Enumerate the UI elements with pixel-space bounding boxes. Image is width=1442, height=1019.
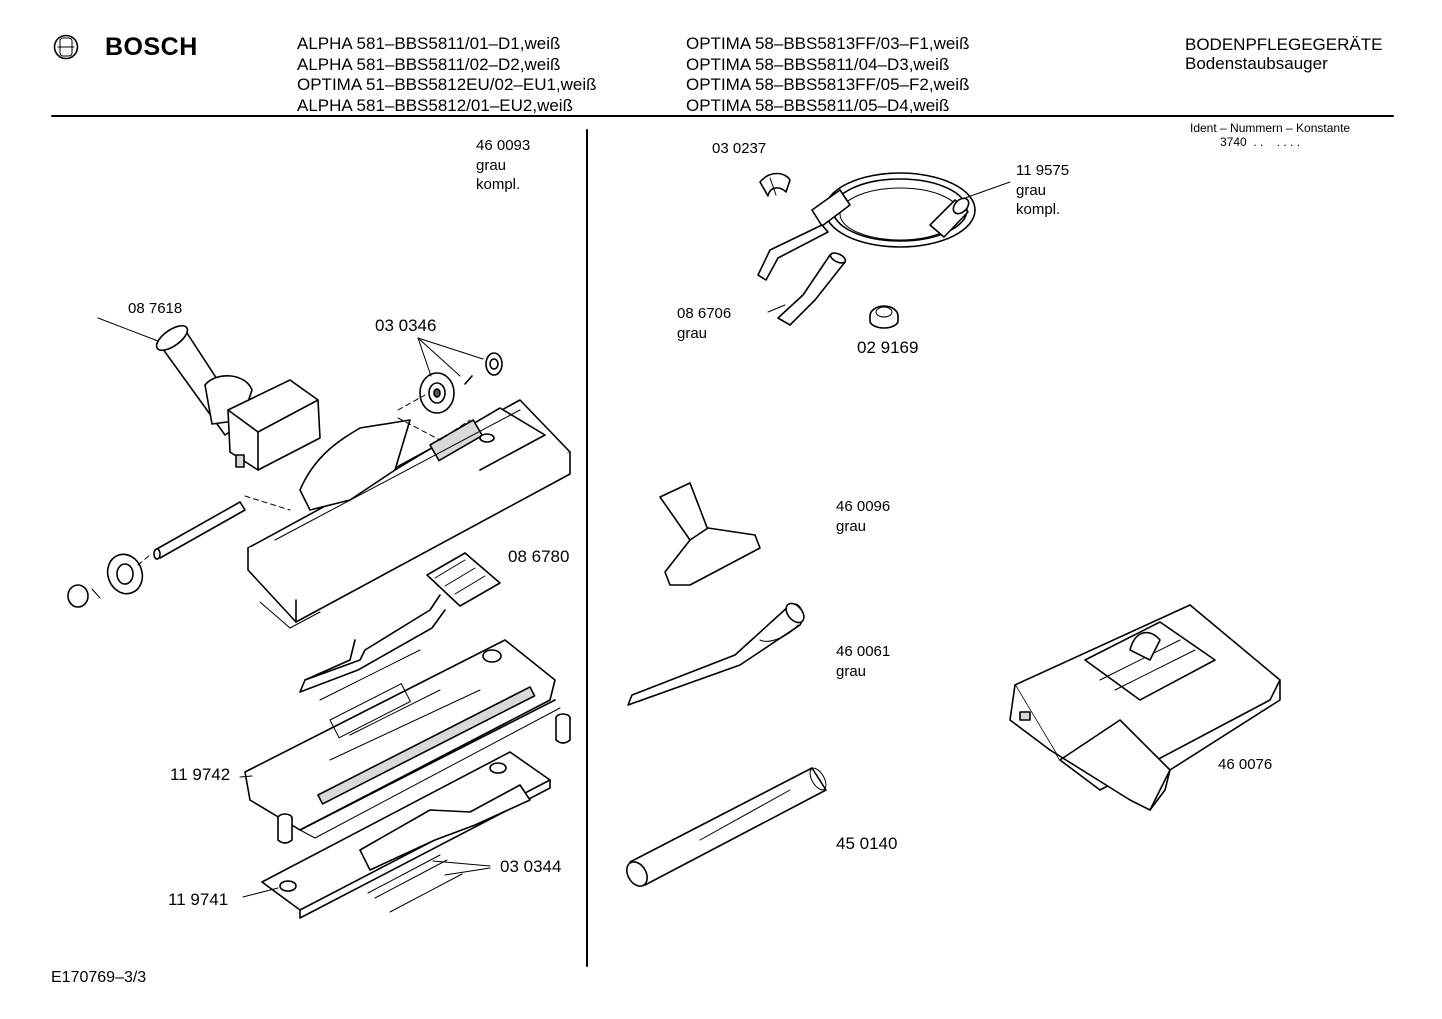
model-list-right: OPTIMA 58–BBS5813FF/03–F1,weiß OPTIMA 58… bbox=[686, 34, 969, 116]
part-label-119575: 11 9575 grau kompl. bbox=[1016, 161, 1069, 220]
part-color: grau bbox=[836, 662, 867, 680]
part-label-030346: 03 0346 bbox=[375, 316, 437, 335]
leader-087618 bbox=[97, 317, 159, 342]
model-left-2: ALPHA 581–BBS5811/02–D2,weiß bbox=[297, 54, 561, 74]
brand-name: BOSCH bbox=[105, 33, 198, 61]
part-label-087618: 08 7618 bbox=[128, 300, 183, 317]
category-subtitle: Bodenstaubsauger bbox=[1185, 54, 1328, 73]
floor-nozzle-drawing bbox=[247, 399, 571, 629]
brush-plate-drawing bbox=[244, 639, 571, 844]
model-left-3: OPTIMA 51–BBS5812EU/02–EU1,weiß bbox=[297, 75, 597, 94]
part-number: 08 6706 bbox=[677, 305, 732, 322]
model-right-4: OPTIMA 58–BBS5811/05–D4,weiß bbox=[686, 95, 950, 115]
part-label-029169: 02 9169 bbox=[857, 338, 919, 357]
model-right-1: OPTIMA 58–BBS5813FF/03–F1,weiß bbox=[686, 34, 970, 53]
part-color: grau bbox=[476, 156, 507, 174]
leader-119742 bbox=[239, 775, 253, 778]
part-label-460096: 46 0096 grau bbox=[836, 497, 890, 536]
part-label-119742: 11 9742 bbox=[170, 765, 231, 784]
nozzle-housing-drawing bbox=[1009, 604, 1281, 811]
adapter-ring-drawing bbox=[869, 305, 899, 329]
part-label-030237: 03 0237 bbox=[712, 140, 767, 157]
curved-wand-drawing bbox=[767, 252, 847, 326]
ident-value: 3740 . . . . . . bbox=[1220, 135, 1301, 149]
part-color: grau bbox=[1016, 181, 1047, 199]
part-number: 46 0093 bbox=[476, 137, 531, 154]
part-label-119741: 11 9741 bbox=[168, 890, 229, 909]
part-label-086706: 08 6706 grau bbox=[677, 304, 731, 343]
ident-block: Ident – Nummern – Konstante 3740 . . . .… bbox=[1190, 121, 1350, 149]
model-left-1: ALPHA 581–BBS5811/01–D1,weiß bbox=[297, 34, 561, 53]
part-number: 46 0061 bbox=[836, 643, 891, 660]
category-block: BODENPFLEGEGERÄTE Bodenstaubsauger bbox=[1185, 35, 1382, 73]
part-label-030344: 03 0344 bbox=[500, 857, 562, 876]
document-id: E170769–3/3 bbox=[51, 969, 147, 986]
hose-coil-drawing bbox=[757, 172, 1011, 281]
part-number: 46 0096 bbox=[836, 498, 891, 515]
roller-parts-drawing bbox=[397, 337, 503, 441]
category-title: BODENPFLEGEGERÄTE bbox=[1185, 35, 1383, 54]
bosch-logo-icon bbox=[53, 34, 79, 60]
model-left-4: ALPHA 581–BBS5812/01–EU2,weiß bbox=[297, 95, 573, 115]
part-label-460093: 46 0093 grau kompl. bbox=[476, 136, 530, 195]
straight-tube-drawing bbox=[626, 767, 827, 887]
model-right-2: OPTIMA 58–BBS5811/04–D3,weiß bbox=[686, 54, 950, 74]
part-label-450140: 45 0140 bbox=[836, 834, 898, 853]
part-note: kompl. bbox=[476, 176, 521, 193]
part-color: grau bbox=[836, 517, 867, 535]
leader-030344-a bbox=[432, 860, 491, 867]
part-color: grau bbox=[677, 324, 708, 342]
part-label-460076: 46 0076 bbox=[1218, 756, 1273, 773]
part-label-086780: 08 6780 bbox=[508, 547, 570, 566]
model-right-3: OPTIMA 58–BBS5813FF/05–F2,weiß bbox=[686, 75, 970, 94]
crevice-tool-drawing bbox=[627, 602, 805, 706]
model-list-left: ALPHA 581–BBS5811/01–D1,weiß ALPHA 581–B… bbox=[297, 34, 597, 116]
hose-clip-drawing bbox=[759, 172, 791, 197]
upholstery-nozzle-drawing bbox=[659, 482, 761, 586]
part-label-460061: 46 0061 grau bbox=[836, 642, 890, 681]
base-plate-drawing bbox=[242, 751, 551, 919]
leader-030344-b bbox=[444, 867, 491, 876]
adapter-nozzle-drawing bbox=[155, 324, 321, 471]
axle-wheel-drawing bbox=[67, 495, 291, 608]
part-note: kompl. bbox=[1016, 201, 1061, 218]
pedal-lever-drawing bbox=[299, 552, 501, 693]
part-number: 11 9575 bbox=[1016, 162, 1070, 179]
ident-title: Ident – Nummern – Konstante bbox=[1190, 121, 1351, 135]
